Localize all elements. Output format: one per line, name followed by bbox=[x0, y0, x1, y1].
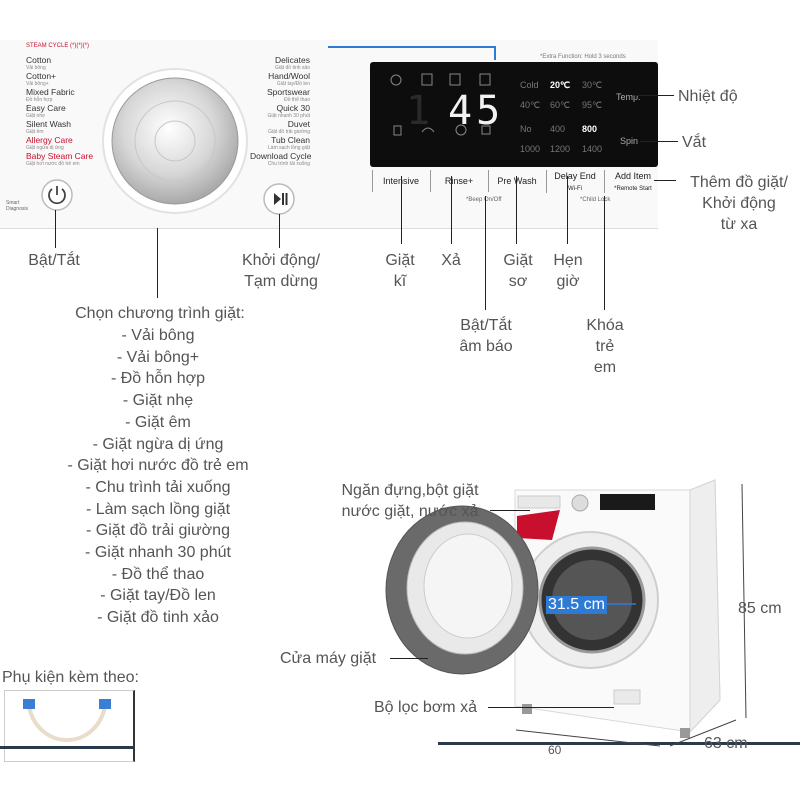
steam-cycle-note: STEAM CYCLE (*)(*)(*) bbox=[26, 43, 90, 49]
program-list-item: - Giặt nhanh 30 phút bbox=[85, 544, 231, 561]
time-readout: 45 bbox=[448, 88, 505, 134]
program-list-item: - Chu trình tải xuống bbox=[85, 478, 231, 496]
width-label: 60 bbox=[548, 743, 562, 757]
program-option[interactable]: Cotton+Vải bông+ bbox=[26, 71, 57, 88]
program-list-item: - Giặt tay/Đồ len bbox=[100, 587, 216, 605]
extra-function-note: *Extra Function: Hold 3 seconds bbox=[540, 54, 626, 60]
accessories-label: Phụ kiện kèm theo: bbox=[2, 669, 139, 686]
spin-option: 1000 bbox=[520, 144, 541, 154]
temperature-label: Nhiệt độ bbox=[678, 88, 738, 105]
intensive-label: Giặt kĩ bbox=[385, 252, 415, 290]
program-list-title: Chọn chương trình giặt: bbox=[75, 305, 245, 322]
spin-option: 800 bbox=[582, 124, 598, 134]
program-list-item: - Giặt hơi nước đồ trẻ em bbox=[67, 457, 249, 475]
program-list-item: - Giặt ngừa dị ứng bbox=[92, 435, 224, 453]
program-list-item: - Đồ thể thao bbox=[111, 565, 205, 583]
power-label: Bật/Tắt bbox=[28, 252, 80, 269]
power-icon[interactable] bbox=[40, 178, 74, 212]
beep-note: *Beep On/Off bbox=[466, 197, 502, 203]
temp-option: 60℃ bbox=[550, 100, 571, 110]
depth-label: 63 cm bbox=[704, 735, 748, 752]
program-list: - Vải bông - Vải bông+ - Đồ hỗn hợp - Giặt … bbox=[28, 325, 288, 635]
program-list-item: - Đồ hỗn hợp bbox=[110, 370, 206, 388]
program-list-item: - Giặt đồ tinh xảo bbox=[97, 609, 219, 627]
washing-machine-illustration bbox=[385, 479, 747, 747]
dispenser-label: Ngăn đựng,bột giặt nước giặt, nước xả bbox=[341, 482, 479, 520]
program-list-item: - Vải bông bbox=[121, 327, 195, 344]
smart-diagnosis-label: Smart Diagnosis bbox=[6, 200, 28, 212]
start-pause-icon[interactable] bbox=[262, 182, 296, 216]
accessory-box bbox=[4, 690, 135, 762]
prewash-label: Giặt sơ bbox=[503, 252, 533, 290]
temp-option: Cold bbox=[520, 80, 539, 90]
spin-option: 1400 bbox=[582, 144, 603, 154]
temp-option: 30℃ bbox=[582, 80, 603, 90]
rinse-button[interactable]: Rinse+ bbox=[430, 170, 487, 192]
spin-button[interactable]: Spin bbox=[620, 136, 639, 146]
spin-label: Vắt bbox=[682, 134, 707, 151]
delay-label: Hẹn giờ bbox=[553, 252, 583, 290]
spin-option: 1200 bbox=[550, 144, 571, 154]
program-list-item: - Vải bông+ bbox=[116, 348, 200, 366]
program-dial[interactable] bbox=[100, 66, 250, 216]
spin-option: No bbox=[520, 124, 532, 134]
add-item-button[interactable]: Add Item *Remote Start bbox=[604, 170, 661, 193]
hose-icon bbox=[23, 699, 111, 742]
option-buttons: Intensive Rinse+ Pre Wash Delay End Wi-F… bbox=[372, 170, 661, 193]
add-item-label: Thêm đồ giặt/ Khởi động từ xa bbox=[690, 174, 788, 233]
program-list-item: - Làm sạch lồng giặt bbox=[85, 500, 231, 518]
start-pause-label: Khởi động/ Tạm dừng bbox=[241, 252, 321, 290]
door-label: Cửa máy giặt bbox=[280, 650, 377, 667]
temp-option: 40℃ bbox=[520, 100, 541, 110]
height-label: 85 cm bbox=[738, 600, 782, 617]
top-bracket bbox=[328, 46, 496, 48]
temp-option: 95℃ bbox=[582, 100, 603, 110]
lcd-display: 45 1 Cold 20℃ 30℃ 40℃ 60℃ 95℃ No 400 800 1000 120… bbox=[370, 62, 658, 167]
spin-option: 400 bbox=[550, 124, 566, 134]
filter-label: Bộ lọc bơm xả bbox=[374, 699, 477, 716]
child-lock-note: *Child Lock bbox=[580, 197, 611, 203]
temp-option: 20℃ bbox=[550, 80, 571, 90]
dim-eight: 1 bbox=[406, 88, 431, 134]
child-lock-label: Khóa trẻ em bbox=[586, 317, 624, 376]
delay-end-button[interactable]: Delay End Wi-Fi bbox=[546, 170, 603, 193]
beep-label: Bật/Tắt âm báo bbox=[459, 317, 513, 355]
prewash-button[interactable]: Pre Wash bbox=[488, 170, 545, 192]
temp-button[interactable]: Temp. bbox=[616, 92, 641, 102]
program-list-item: - Giặt đồ trải giường bbox=[86, 522, 230, 540]
program-list-item: - Giặt nhẹ bbox=[122, 392, 194, 410]
rinse-label: Xả bbox=[441, 252, 461, 269]
program-list-item: - Giặt êm bbox=[125, 413, 191, 431]
display-icons bbox=[390, 73, 491, 136]
drum-size-label: 31.5 cm bbox=[546, 596, 607, 614]
